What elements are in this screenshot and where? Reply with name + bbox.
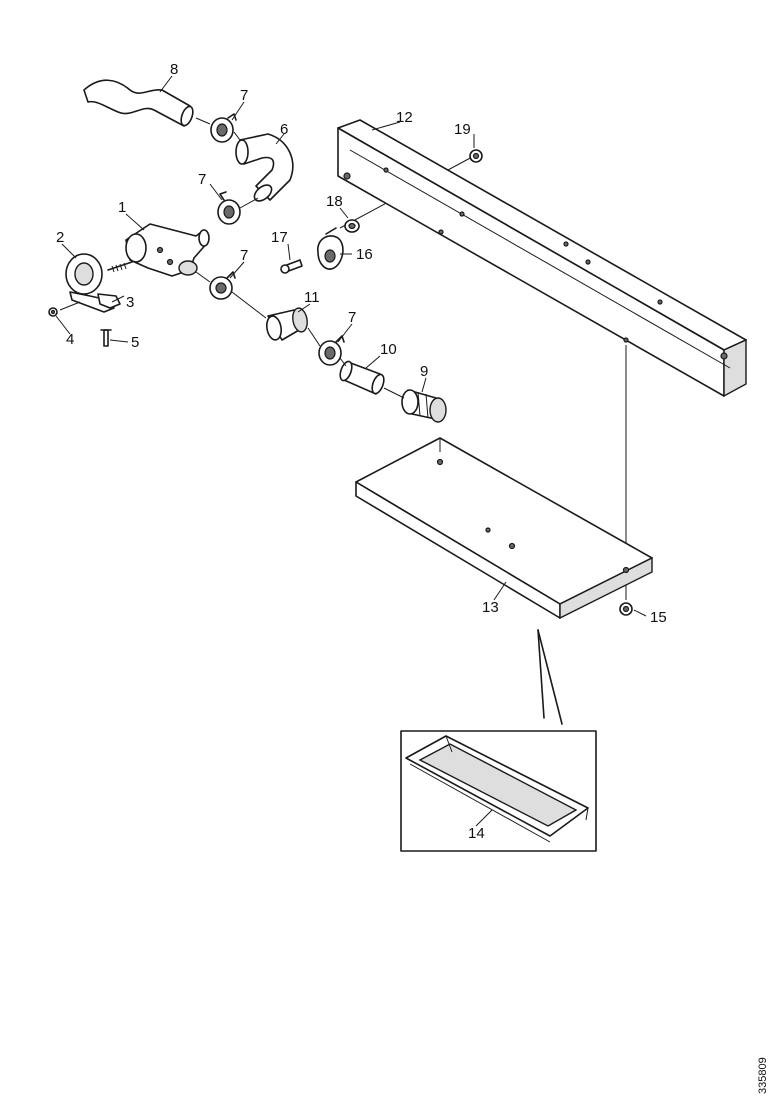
callout-labels: 1 2 3 4 5 6 7 7 7 7 8 9 10 11 12 13 14 1…	[56, 61, 667, 842]
callout-7b: 7	[198, 171, 206, 188]
callout-7a: 7	[240, 87, 248, 104]
detail-pointer	[537, 629, 563, 725]
actuator-part-2	[65, 253, 115, 313]
callout-12: 12	[396, 109, 413, 126]
clamp-part-7-a	[210, 113, 237, 143]
callout-17: 17	[271, 229, 288, 246]
callout-7d: 7	[348, 309, 356, 326]
valve-part-1	[125, 223, 210, 277]
callout-6: 6	[280, 121, 288, 138]
callout-4: 4	[66, 331, 74, 348]
callout-1: 1	[118, 199, 126, 216]
clamp-part-7-b	[217, 191, 241, 225]
rail-part-12	[337, 119, 747, 398]
nut-part-15	[619, 602, 633, 616]
leader-lines	[55, 75, 647, 827]
callout-10: 10	[380, 341, 397, 358]
clamp-part-7-d	[318, 335, 345, 366]
clamp-part-7-c	[209, 271, 236, 300]
hose-part-11	[265, 307, 308, 341]
callout-18: 18	[326, 193, 343, 210]
callout-14: 14	[468, 825, 485, 842]
callout-8: 8	[170, 61, 178, 78]
hose-part-8	[83, 79, 194, 127]
hose-part-10	[339, 360, 385, 395]
coupling-part-9	[401, 389, 447, 423]
detail-frame	[400, 730, 597, 852]
washer-part-18	[344, 219, 360, 233]
callout-11: 11	[304, 289, 320, 306]
callout-9: 9	[420, 363, 428, 380]
clip-part-16	[317, 227, 344, 270]
reference-code: 335809	[757, 1057, 769, 1094]
callout-13: 13	[482, 599, 499, 616]
callout-5: 5	[131, 334, 139, 351]
bracket-part-3	[97, 293, 121, 309]
nut-part-19	[469, 149, 483, 163]
callout-2: 2	[56, 229, 64, 246]
nut-part-4	[48, 307, 58, 317]
tray-part-13	[355, 437, 653, 620]
callout-16: 16	[356, 246, 373, 263]
liner-part-14	[405, 735, 589, 843]
screw-part-5	[100, 329, 112, 347]
screw-part-17	[280, 259, 303, 274]
callout-15: 15	[650, 609, 667, 626]
hose-part-6	[235, 133, 294, 202]
callout-19: 19	[454, 121, 471, 138]
callout-3: 3	[126, 294, 134, 311]
spring-pin	[107, 261, 133, 273]
callout-7c: 7	[240, 247, 248, 264]
